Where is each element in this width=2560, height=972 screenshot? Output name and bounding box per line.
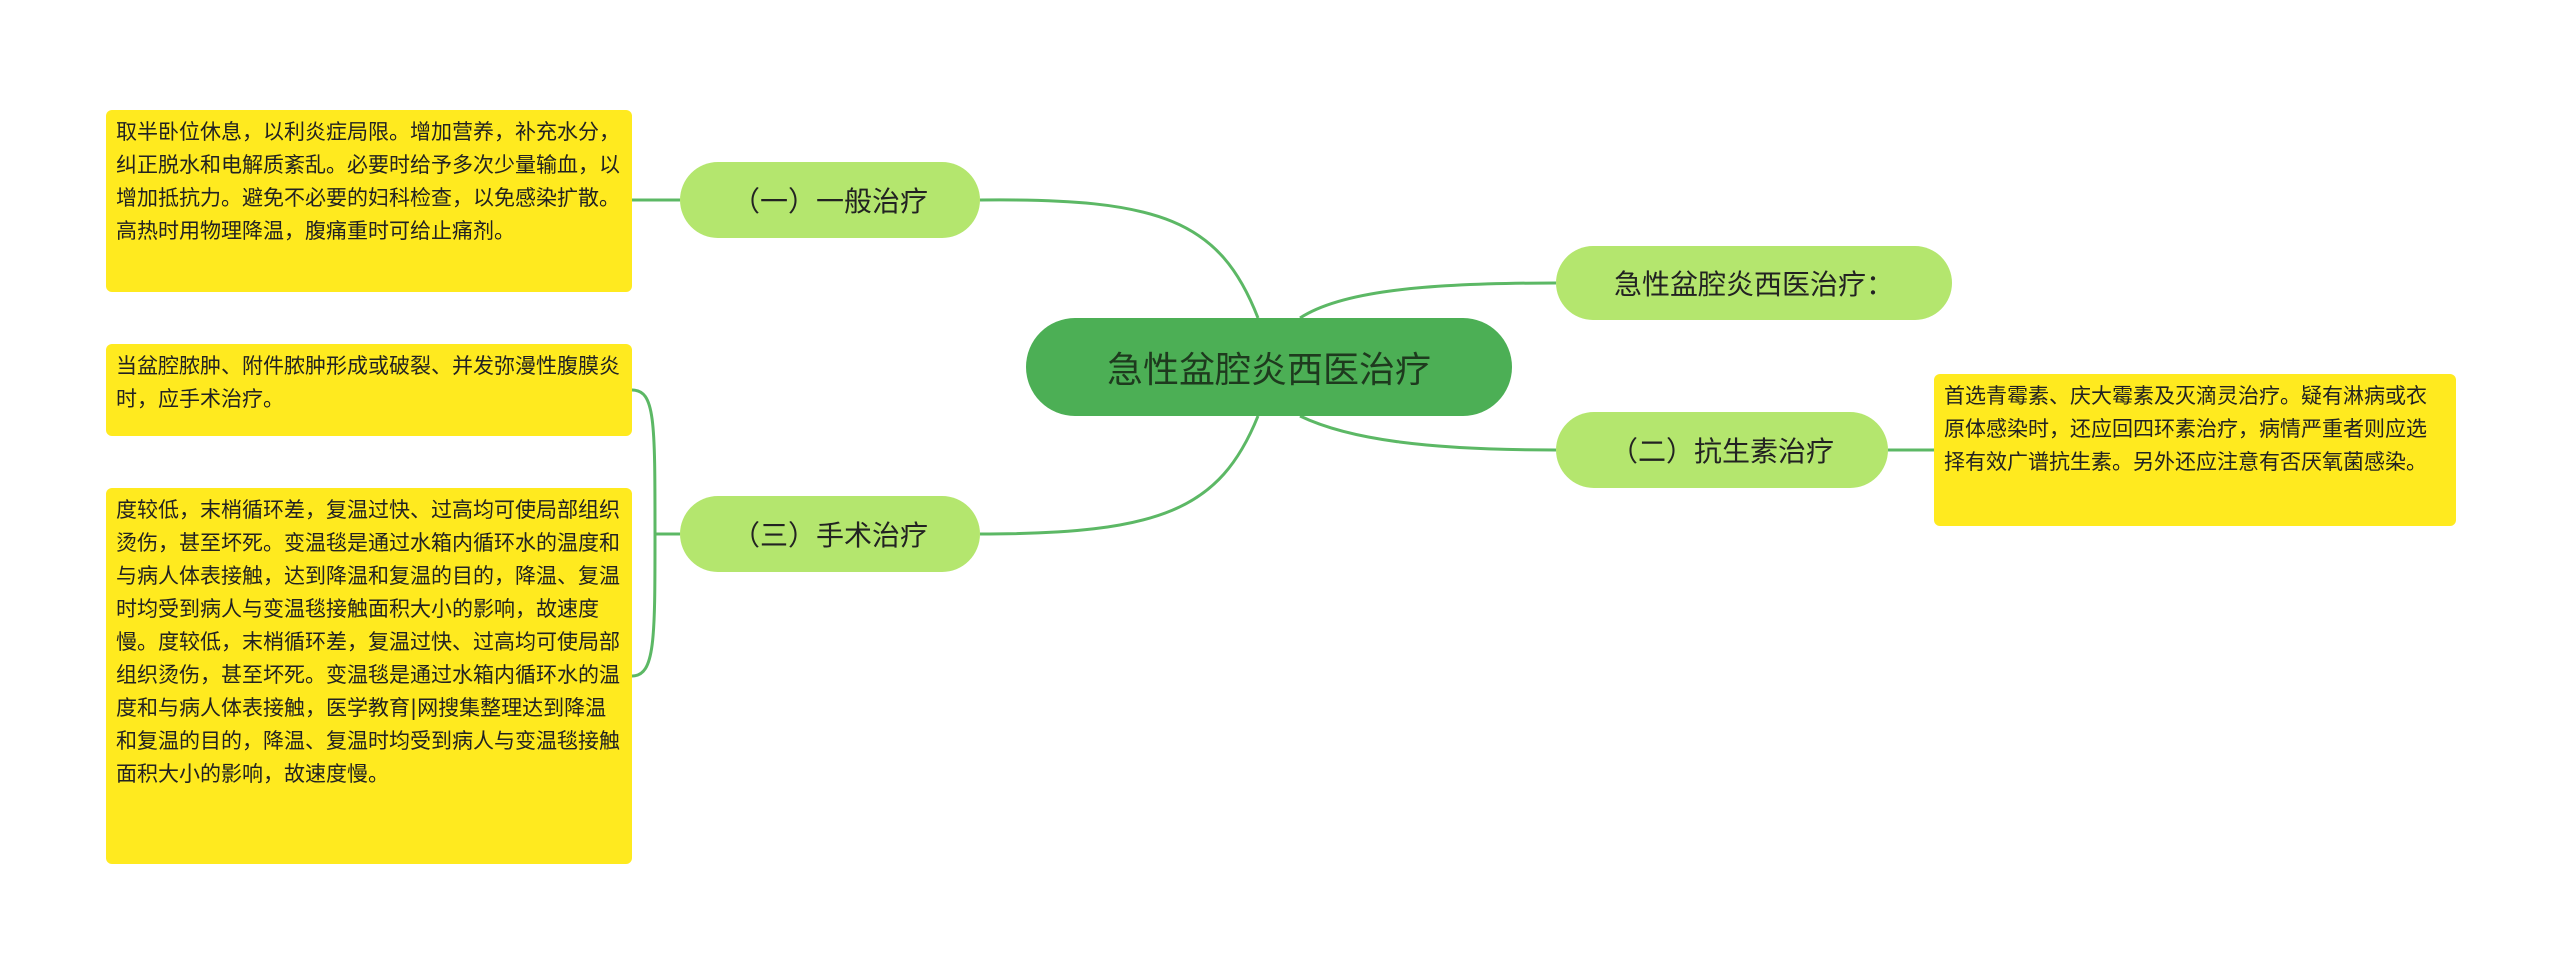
root-topic[interactable]: 急性盆腔炎西医治疗 [1026, 318, 1512, 416]
branch-label: （二）抗生素治疗 [1609, 435, 1834, 468]
branch-label: 急性盆腔炎西医治疗： [1613, 268, 1894, 301]
leaf-antibiotic-detail[interactable]: 首选青霉素、庆大霉素及灭滴灵治疗。疑有淋病或衣原体感染时，还应回四环素治疗，病情… [1934, 374, 2456, 526]
leaf-general-treatment-detail[interactable]: 取半卧位休息，以利炎症局限。增加营养，补充水分，纠正脱水和电解质紊乱。必要时给予… [106, 110, 632, 292]
branch-western-treatment-heading[interactable]: 急性盆腔炎西医治疗： [1556, 246, 1952, 320]
link-root-antibiotic [1299, 414, 1557, 452]
link-root-general [979, 198, 1260, 319]
root-topic-label: 急性盆腔炎西医治疗 [1106, 350, 1431, 391]
link-surgery-leaf-2 [631, 533, 657, 678]
link-surgery-leaf-1 [631, 388, 657, 535]
leaf-surgery-indication[interactable]: 当盆腔脓肿、附件脓肿形成或破裂、并发弥漫性腹膜炎时，应手术治疗。 [106, 344, 632, 436]
branch-general-treatment[interactable]: （一）一般治疗 [680, 162, 980, 238]
branch-label: （三）手术治疗 [731, 519, 928, 552]
branch-surgical-treatment[interactable]: （三）手术治疗 [680, 496, 980, 572]
leaf-cooling-blanket-detail[interactable]: 度较低，末梢循环差，复温过快、过高均可使局部组织烫伤，甚至坏死。变温毯是通过水箱… [106, 488, 632, 864]
branch-label: （一）一般治疗 [731, 185, 928, 218]
branch-antibiotic-treatment[interactable]: （二）抗生素治疗 [1556, 412, 1888, 488]
link-root-western [1299, 281, 1557, 320]
link-root-surgery [979, 415, 1260, 536]
